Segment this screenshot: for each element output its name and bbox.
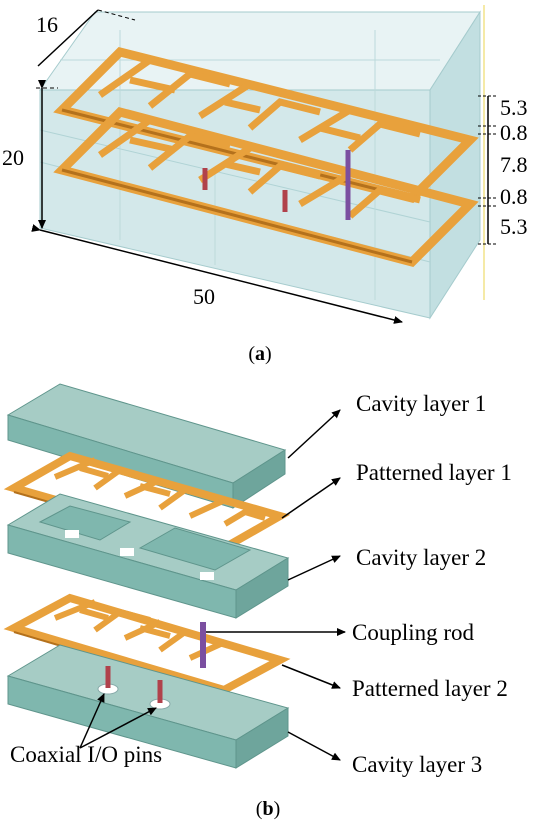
panel-a: 16 20 50 5.3 0.8 7.8 0.8 5.3 (a)	[2, 5, 528, 365]
dim-gap-bottom: 0.8	[500, 184, 528, 209]
dim-length-label: 50	[193, 284, 215, 309]
caption-b-close: )	[274, 798, 281, 820]
label-cavity-layer-2: Cavity layer 2	[356, 545, 486, 570]
dim-height-label: 20	[2, 145, 24, 170]
arrow-io-pin-1	[79, 693, 105, 749]
label-patterned-layer-2: Patterned layer 2	[352, 676, 508, 701]
label-cavity-layer-3: Cavity layer 3	[352, 752, 482, 777]
arrow-cavity-3	[287, 731, 341, 761]
caption-b-open: (	[256, 798, 263, 820]
cavity-layer-2-block	[6, 493, 290, 619]
caption-a-open: (	[248, 343, 255, 365]
arrow-patterned-1	[281, 477, 341, 519]
caption-a: (a)	[248, 343, 271, 365]
dim-layer-top: 5.3	[500, 95, 528, 120]
caption-b: (b)	[256, 798, 280, 820]
label-cavity-layer-1: Cavity layer 1	[356, 391, 486, 416]
arrow-cavity-2	[287, 555, 341, 581]
io-pin-1	[97, 666, 119, 695]
dim-depth-label: 16	[36, 12, 58, 37]
dim-middle: 7.8	[500, 152, 528, 177]
io-pin-2	[149, 680, 171, 710]
label-patterned-layer-1: Patterned layer 1	[356, 460, 512, 485]
dim-ext-depth	[97, 9, 136, 21]
caption-b-letter: b	[262, 798, 273, 820]
cavity-layer-3-block	[6, 644, 290, 769]
label-coupling-rod: Coupling rod	[352, 620, 475, 645]
panel-b: Cavity layer 1 Patterned layer 1 Cavity …	[3, 383, 512, 820]
dim-line-depth	[37, 9, 99, 67]
label-coaxial-io-pins: Coaxial I/O pins	[10, 742, 162, 767]
arrow-cavity-1	[287, 409, 341, 459]
patterned-layer-2-frame	[3, 593, 291, 695]
dim-line-length	[31, 224, 403, 324]
caption-a-letter: a	[255, 343, 265, 365]
arrow-patterned-2	[281, 664, 341, 689]
arrow-io-pin-2	[79, 707, 157, 749]
transparent-housing	[39, 10, 481, 320]
layer-dimensions	[478, 95, 498, 245]
dim-layer-bottom: 5.3	[500, 214, 528, 239]
caption-a-close: )	[265, 343, 272, 365]
dim-gap-top: 0.8	[500, 120, 528, 145]
